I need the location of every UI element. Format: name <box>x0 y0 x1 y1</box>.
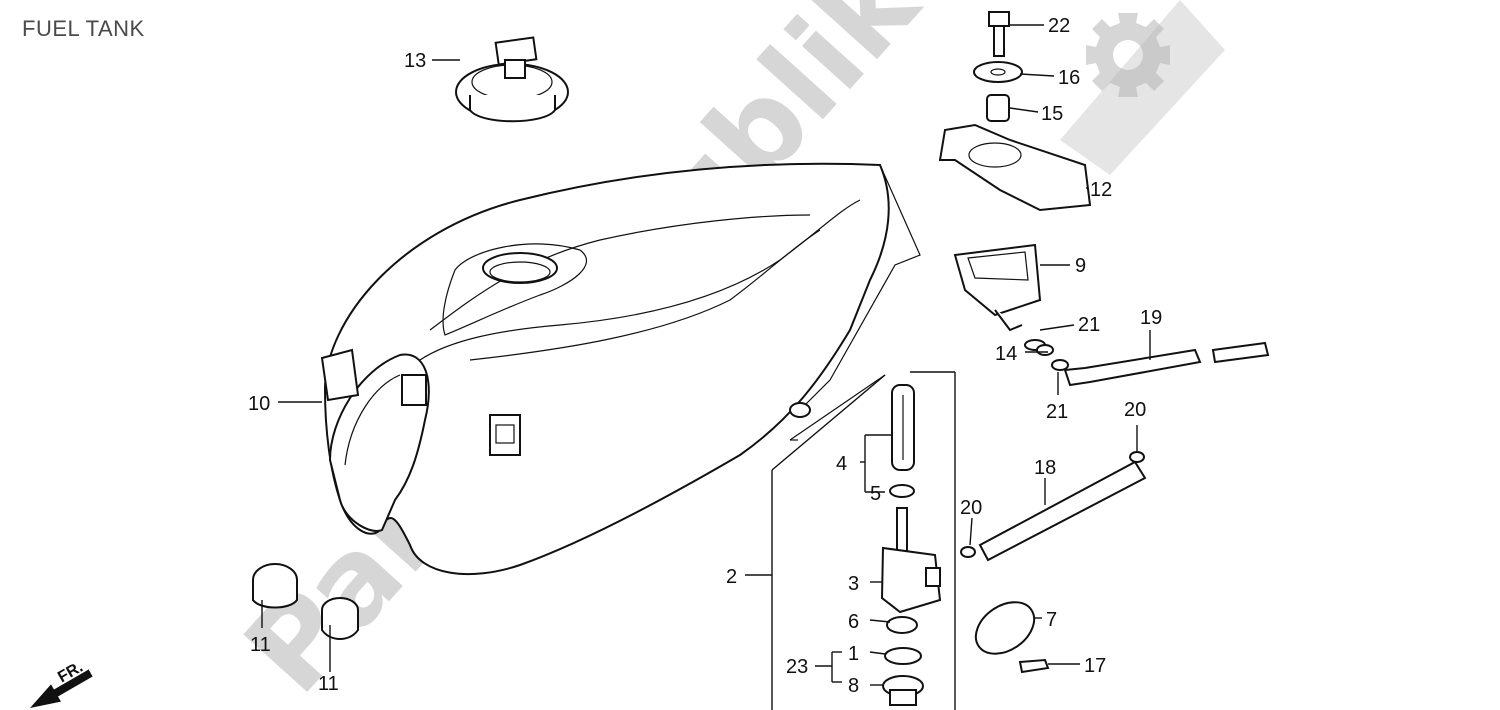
callout-10: 10 <box>248 393 270 415</box>
callout-11-right: 11 <box>318 673 339 695</box>
fuel-cap <box>455 36 569 123</box>
rubber-cushions <box>252 563 359 640</box>
callout-2: 2 <box>726 566 737 588</box>
rear-mount-assembly <box>938 11 1092 212</box>
callout-numbers: 13 22 16 15 12 9 21 19 14 21 20 18 20 10… <box>248 15 1162 697</box>
callout-4: 4 <box>836 453 847 475</box>
hoses <box>960 339 1270 562</box>
fuel-valve-assembly <box>880 384 1050 706</box>
callout-5: 5 <box>870 483 881 505</box>
callout-21-upper: 21 <box>1078 314 1100 336</box>
callout-15: 15 <box>1041 103 1063 125</box>
arrow-icon <box>30 669 93 708</box>
callout-23: 23 <box>786 656 808 678</box>
callout-22: 22 <box>1048 15 1070 37</box>
callout-20-upper: 20 <box>1124 399 1146 421</box>
callout-7: 7 <box>1046 609 1057 631</box>
callout-12: 12 <box>1090 179 1112 201</box>
callout-18: 18 <box>1034 457 1056 479</box>
callout-20-lower: 20 <box>960 497 982 519</box>
callout-8: 8 <box>848 675 859 697</box>
diagram-title: FUEL TANK <box>22 16 145 41</box>
watermark-banner <box>1060 0 1225 175</box>
callout-17: 17 <box>1084 655 1106 677</box>
leader-lines <box>261 24 1151 710</box>
callout-19: 19 <box>1140 307 1162 329</box>
front-direction-marker: FR. <box>30 659 93 708</box>
gear-icon <box>1086 13 1170 97</box>
callout-14: 14 <box>995 343 1017 365</box>
callout-11-left: 11 <box>250 634 271 656</box>
callout-16: 16 <box>1058 67 1080 89</box>
fuel-tank-body <box>320 162 921 576</box>
callout-21-lower: 21 <box>1046 401 1068 423</box>
callout-13: 13 <box>404 50 426 72</box>
callout-9: 9 <box>1075 255 1086 277</box>
callout-6: 6 <box>848 611 859 633</box>
callout-3: 3 <box>848 573 859 595</box>
drain-box <box>953 243 1042 332</box>
callout-1: 1 <box>848 643 859 665</box>
